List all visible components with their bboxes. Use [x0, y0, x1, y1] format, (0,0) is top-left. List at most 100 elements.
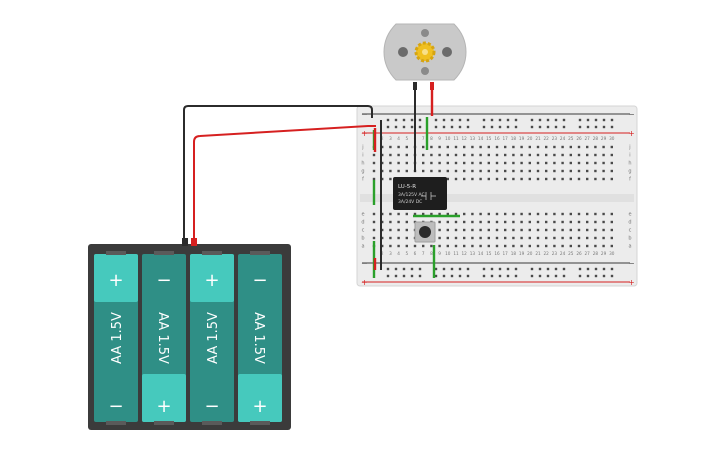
breadboard-hole[interactable]: [553, 153, 556, 157]
breadboard-hole[interactable]: [422, 153, 425, 157]
breadboard-hole[interactable]: [372, 228, 376, 232]
breadboard-hole[interactable]: [487, 220, 490, 224]
breadboard-hole[interactable]: [602, 236, 605, 240]
breadboard-hole[interactable]: [594, 161, 597, 165]
breadboard-hole[interactable]: [487, 169, 490, 173]
rail-hole[interactable]: [490, 274, 494, 278]
breadboard-hole[interactable]: [405, 244, 408, 248]
rail-hole[interactable]: [554, 267, 558, 271]
breadboard-hole[interactable]: [479, 177, 482, 181]
breadboard-hole[interactable]: [528, 177, 531, 181]
breadboard-hole[interactable]: [561, 145, 564, 149]
breadboard-hole[interactable]: [520, 236, 523, 240]
breadboard-hole[interactable]: [446, 228, 449, 232]
rail-hole[interactable]: [394, 267, 398, 271]
breadboard-hole[interactable]: [463, 212, 466, 216]
rail-hole[interactable]: [450, 267, 454, 271]
breadboard-hole[interactable]: [594, 228, 597, 232]
pushbutton-icon[interactable]: [414, 221, 436, 243]
breadboard-hole[interactable]: [602, 161, 605, 165]
rail-hole[interactable]: [530, 274, 534, 278]
rail-hole[interactable]: [458, 274, 462, 278]
breadboard-hole[interactable]: [561, 228, 564, 232]
rail-hole[interactable]: [402, 125, 406, 129]
breadboard-hole[interactable]: [586, 228, 589, 232]
breadboard-hole[interactable]: [528, 236, 531, 240]
breadboard-hole[interactable]: [512, 236, 515, 240]
breadboard-hole[interactable]: [381, 153, 384, 157]
rail-hole[interactable]: [506, 274, 510, 278]
breadboard-hole[interactable]: [471, 244, 474, 248]
breadboard-hole[interactable]: [422, 244, 425, 248]
breadboard-hole[interactable]: [561, 244, 564, 248]
breadboard-hole[interactable]: [577, 244, 581, 248]
breadboard-hole[interactable]: [389, 169, 392, 173]
rail-hole[interactable]: [602, 125, 606, 129]
breadboard-hole[interactable]: [389, 161, 392, 165]
breadboard-hole[interactable]: [446, 244, 449, 248]
breadboard-hole[interactable]: [569, 145, 572, 149]
breadboard-hole[interactable]: [381, 236, 384, 240]
breadboard-hole[interactable]: [479, 161, 482, 165]
breadboard-hole[interactable]: [479, 220, 482, 224]
breadboard-hole[interactable]: [594, 145, 597, 149]
breadboard-hole[interactable]: [454, 177, 458, 181]
breadboard-hole[interactable]: [454, 220, 458, 224]
rail-hole[interactable]: [386, 118, 390, 122]
breadboard-hole[interactable]: [536, 145, 540, 149]
breadboard-hole[interactable]: [528, 145, 531, 149]
breadboard-hole[interactable]: [446, 161, 449, 165]
breadboard-hole[interactable]: [495, 220, 499, 224]
breadboard-hole[interactable]: [594, 153, 597, 157]
breadboard-holes[interactable]: [372, 118, 614, 278]
breadboard-hole[interactable]: [545, 220, 548, 224]
breadboard-hole[interactable]: [471, 220, 474, 224]
breadboard-hole[interactable]: [512, 161, 515, 165]
breadboard-hole[interactable]: [495, 161, 499, 165]
breadboard-hole[interactable]: [594, 220, 597, 224]
rail-hole[interactable]: [402, 118, 406, 122]
rail-hole[interactable]: [394, 118, 398, 122]
breadboard-hole[interactable]: [405, 153, 408, 157]
breadboard-hole[interactable]: [610, 169, 613, 173]
breadboard-hole[interactable]: [545, 244, 548, 248]
breadboard-hole[interactable]: [610, 177, 613, 181]
breadboard-hole[interactable]: [504, 169, 507, 173]
breadboard-hole[interactable]: [569, 220, 572, 224]
rail-hole[interactable]: [442, 274, 446, 278]
rail-hole[interactable]: [538, 267, 542, 271]
breadboard-hole[interactable]: [479, 236, 482, 240]
breadboard-hole[interactable]: [545, 161, 548, 165]
rail-hole[interactable]: [410, 274, 414, 278]
breadboard-hole[interactable]: [397, 169, 400, 173]
breadboard-hole[interactable]: [594, 236, 597, 240]
breadboard-hole[interactable]: [561, 220, 564, 224]
breadboard-hole[interactable]: [487, 236, 490, 240]
rail-hole[interactable]: [458, 125, 462, 129]
breadboard-hole[interactable]: [586, 153, 589, 157]
breadboard-hole[interactable]: [471, 145, 474, 149]
rail-hole[interactable]: [434, 118, 438, 122]
breadboard-hole[interactable]: [528, 169, 531, 173]
rail-hole[interactable]: [466, 274, 470, 278]
breadboard-hole[interactable]: [586, 220, 589, 224]
breadboard-hole[interactable]: [536, 236, 540, 240]
breadboard-hole[interactable]: [381, 228, 384, 232]
breadboard-hole[interactable]: [487, 244, 490, 248]
breadboard-hole[interactable]: [438, 244, 441, 248]
breadboard-hole[interactable]: [577, 228, 581, 232]
breadboard-hole[interactable]: [471, 177, 474, 181]
breadboard-hole[interactable]: [610, 236, 613, 240]
breadboard-hole[interactable]: [372, 177, 376, 181]
breadboard-hole[interactable]: [463, 169, 466, 173]
breadboard-hole[interactable]: [479, 153, 482, 157]
rail-hole[interactable]: [594, 118, 598, 122]
rail-hole[interactable]: [594, 267, 598, 271]
breadboard-hole[interactable]: [520, 228, 523, 232]
breadboard-hole[interactable]: [561, 161, 564, 165]
breadboard-hole[interactable]: [553, 236, 556, 240]
rail-hole[interactable]: [554, 274, 558, 278]
rail-hole[interactable]: [498, 267, 502, 271]
rail-hole[interactable]: [402, 267, 406, 271]
